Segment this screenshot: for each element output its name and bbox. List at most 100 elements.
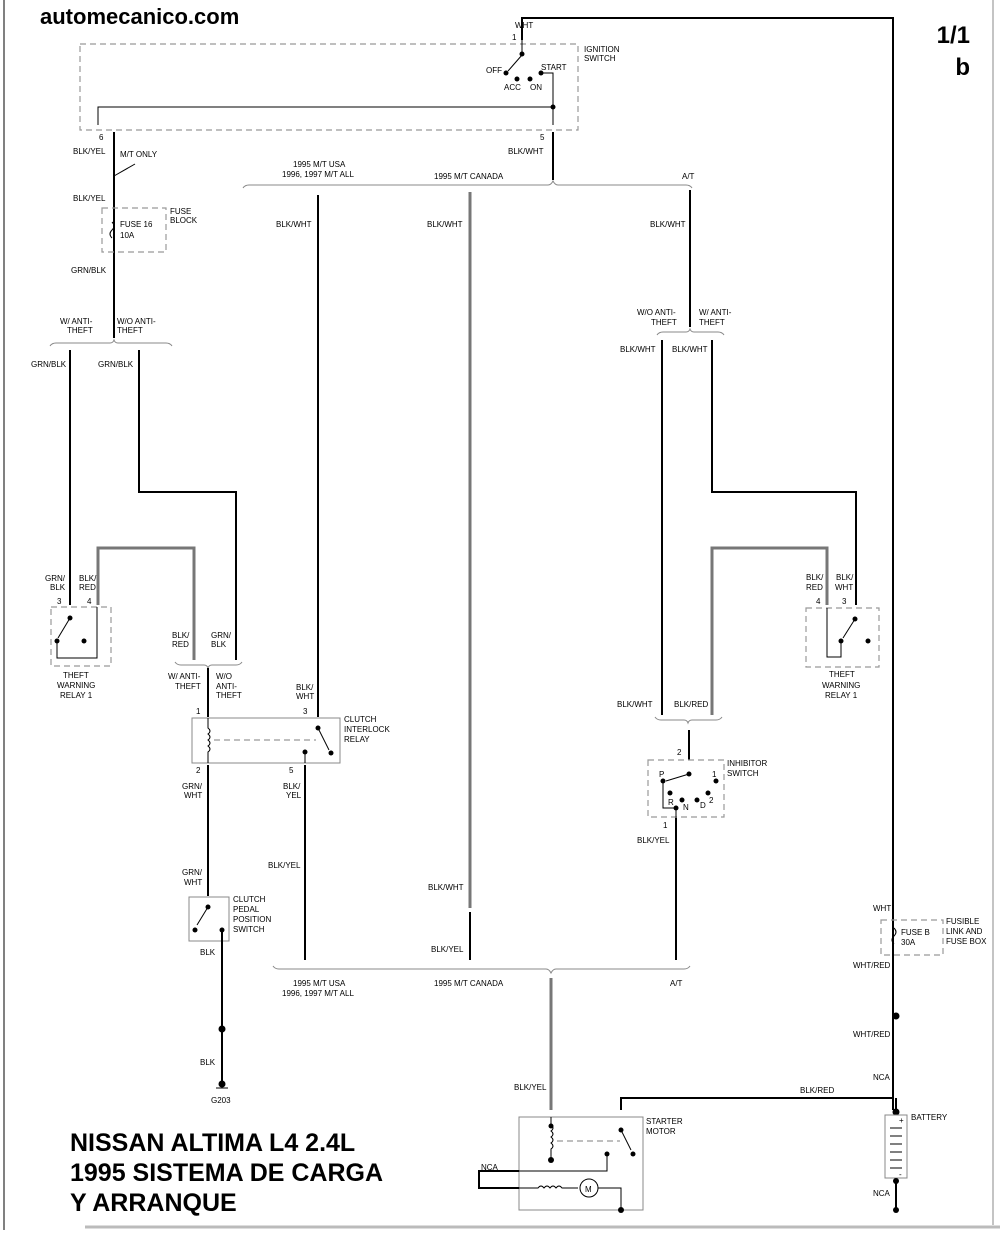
svg-text:3: 3: [57, 597, 62, 606]
ignition-switch-label: IGNITION: [584, 45, 620, 54]
starter-motor: M STARTER MOTOR NCA BLK/RED: [478, 1086, 893, 1213]
ground-icon: [218, 1080, 226, 1088]
svg-text:NCA: NCA: [873, 1189, 891, 1198]
svg-text:THEFT: THEFT: [175, 682, 201, 691]
svg-text:WHT: WHT: [835, 583, 853, 592]
svg-text:30A: 30A: [901, 938, 916, 947]
svg-text:N: N: [683, 803, 689, 812]
svg-text:1995 M/T USA: 1995 M/T USA: [293, 160, 346, 169]
svg-text:1995 M/T USA: 1995 M/T USA: [293, 979, 346, 988]
svg-text:WARNING: WARNING: [57, 681, 95, 690]
svg-text:1: 1: [196, 707, 201, 716]
svg-text:RED: RED: [806, 583, 823, 592]
solenoid-coil-icon: [550, 1117, 554, 1160]
inhibitor-switch-label: INHIBITOR: [727, 759, 768, 768]
svg-text:1995 M/T CANADA: 1995 M/T CANADA: [434, 979, 504, 988]
relay-coil-icon: [207, 718, 211, 763]
svg-text:PEDAL: PEDAL: [233, 905, 260, 914]
svg-text:NCA: NCA: [481, 1163, 499, 1172]
svg-text:+: +: [899, 1116, 904, 1125]
svg-text:BLK/RED: BLK/RED: [674, 700, 708, 709]
fuse-b-icon: [891, 927, 897, 945]
svg-text:BLK/WHT: BLK/WHT: [617, 700, 653, 709]
svg-text:BLK: BLK: [50, 583, 66, 592]
svg-text:GRN/BLK: GRN/BLK: [71, 266, 107, 275]
svg-text:1995 M/T CANADA: 1995 M/T CANADA: [434, 172, 504, 181]
svg-text:RELAY: RELAY: [344, 735, 370, 744]
clutch-interlock-relay-label: CLUTCH: [344, 715, 377, 724]
svg-text:THEFT: THEFT: [651, 318, 677, 327]
fuse-block-box: [101, 207, 167, 253]
svg-text:BLK/: BLK/: [172, 631, 190, 640]
svg-text:BLK/YEL: BLK/YEL: [431, 945, 464, 954]
theft-warning-relay-left: GRN/ BLK BLK/ RED 3 4 THEFT WARNING RELA…: [45, 546, 196, 700]
svg-text:BLK/YEL: BLK/YEL: [514, 1083, 547, 1092]
svg-text:THEFT: THEFT: [117, 326, 143, 335]
svg-text:BLK/YEL: BLK/YEL: [637, 836, 670, 845]
svg-text:3: 3: [842, 597, 847, 606]
clutch-pedal-switch-label: CLUTCH: [233, 895, 266, 904]
svg-text:D: D: [700, 801, 706, 810]
svg-text:GRN/: GRN/: [45, 574, 66, 583]
svg-text:SWITCH: SWITCH: [233, 925, 265, 934]
svg-text:WARNING: WARNING: [822, 681, 860, 690]
svg-text:R: R: [668, 798, 674, 807]
svg-text:6: 6: [99, 133, 104, 142]
page-indicator: 1/1 b: [937, 20, 970, 84]
svg-text:THEFT: THEFT: [67, 326, 93, 335]
svg-text:BLK/WHT: BLK/WHT: [620, 345, 656, 354]
svg-text:WHT/RED: WHT/RED: [853, 961, 891, 970]
svg-text:2: 2: [677, 748, 682, 757]
svg-text:3: 3: [303, 707, 308, 716]
svg-text:5: 5: [540, 133, 545, 142]
svg-text:GRN/: GRN/: [182, 868, 203, 877]
svg-text:NCA: NCA: [873, 1073, 891, 1082]
ignition-switch-box: [79, 43, 579, 131]
svg-text:M/T ONLY: M/T ONLY: [120, 150, 158, 159]
svg-text:BLK/RED: BLK/RED: [800, 1086, 834, 1095]
svg-text:BLK/: BLK/: [836, 573, 854, 582]
svg-text:THEFT: THEFT: [216, 691, 242, 700]
page-suffix: b: [955, 54, 970, 81]
svg-text:ANTI-: ANTI-: [216, 682, 237, 691]
svg-text:W/O ANTI-: W/O ANTI-: [637, 308, 676, 317]
battery-circuit: WHT FUSE B 30A FUSIBLE LINK AND FUSE BOX…: [853, 904, 987, 1213]
svg-text:BLK/WHT: BLK/WHT: [276, 220, 312, 229]
svg-text:SWITCH: SWITCH: [584, 54, 616, 63]
svg-text:RED: RED: [172, 640, 189, 649]
svg-text:FUSE BOX: FUSE BOX: [946, 937, 987, 946]
fuse-icon: [109, 221, 115, 239]
svg-text:1: 1: [512, 33, 517, 42]
svg-text:WHT/RED: WHT/RED: [853, 1030, 891, 1039]
starter-motor-label: STARTER: [646, 1117, 683, 1126]
svg-text:BLK/: BLK/: [283, 782, 301, 791]
battery-icon: [884, 1114, 908, 1179]
svg-text:BLK/YEL: BLK/YEL: [73, 194, 106, 203]
svg-text:1: 1: [663, 821, 668, 830]
start-signal-circuit: BLK/WHT 1995 M/T USA 1996, 1997 M/T ALL …: [242, 132, 857, 960]
diagram-title: NISSAN ALTIMA L4 2.4L 1995 SISTEMA DE CA…: [70, 1129, 384, 1217]
svg-text:OFF: OFF: [486, 66, 502, 75]
svg-text:FUSE B: FUSE B: [901, 928, 930, 937]
svg-text:GRN/: GRN/: [182, 782, 203, 791]
svg-text:BLK/WHT: BLK/WHT: [428, 883, 464, 892]
svg-text:-: -: [899, 1170, 902, 1179]
svg-text:MOTOR: MOTOR: [646, 1127, 676, 1136]
svg-text:BLK/WHT: BLK/WHT: [427, 220, 463, 229]
lower-splice: 1995 M/T USA 1996, 1997 M/T ALL 1995 M/T…: [272, 965, 691, 1110]
svg-text:BLK: BLK: [200, 948, 216, 957]
svg-text:W/ ANTI-: W/ ANTI-: [168, 672, 201, 681]
clutch-pedal-position-switch: GRN/ WHT GRN/ WHT CLUTCH PEDAL POSITION …: [182, 765, 271, 1105]
theft-relay-right-label: THEFT: [829, 670, 855, 679]
svg-text:A/T: A/T: [682, 172, 695, 181]
svg-text:BLK: BLK: [200, 1058, 216, 1067]
svg-text:THEFT: THEFT: [699, 318, 725, 327]
svg-text:GRN/BLK: GRN/BLK: [98, 360, 134, 369]
clutch-interlock-relay: BLK/ RED GRN/ BLK W/ ANTI- THEFT W/O ANT…: [168, 631, 390, 775]
svg-text:4: 4: [87, 597, 92, 606]
svg-text:ACC: ACC: [504, 83, 521, 92]
wire-wht-main: [521, 17, 894, 1110]
fuse-block-label: FUSE: [170, 207, 191, 216]
svg-text:BLOCK: BLOCK: [170, 216, 198, 225]
svg-text:P: P: [659, 770, 664, 779]
